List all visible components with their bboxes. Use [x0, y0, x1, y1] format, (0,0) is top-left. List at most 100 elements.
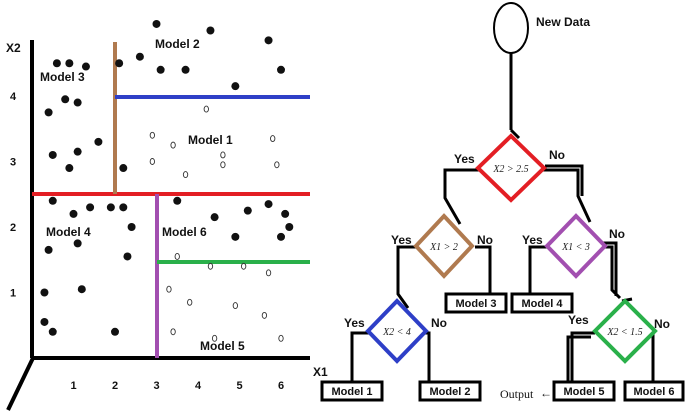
open-point — [211, 334, 218, 342]
filled-point — [86, 203, 95, 212]
filled-point — [61, 95, 70, 104]
open-point — [170, 141, 176, 149]
open-point — [149, 131, 156, 139]
no-label-d4: No — [431, 316, 447, 330]
condition-d2: X1 > 2 — [429, 242, 458, 253]
x-tick-label: 4 — [195, 380, 202, 392]
filled-point — [73, 147, 82, 156]
filled-point — [106, 203, 115, 212]
yes-label-d5: Yes — [568, 313, 589, 327]
filled-point — [94, 137, 103, 146]
x-tick-label: 2 — [112, 380, 118, 392]
filled-point — [123, 252, 132, 261]
filled-point — [181, 65, 190, 74]
output-label: Output — [500, 387, 534, 401]
filled-point — [44, 108, 53, 117]
open-point — [187, 298, 193, 306]
filled-point — [285, 223, 294, 231]
no-label-d3: No — [609, 227, 625, 241]
filled-point — [231, 232, 240, 241]
filled-point — [77, 285, 86, 294]
open-point — [166, 285, 172, 293]
open-point — [149, 158, 156, 165]
open-point — [203, 105, 209, 113]
filled-point — [44, 245, 53, 254]
y-tick-label: 2 — [10, 222, 16, 234]
filled-point — [81, 62, 90, 71]
x-tick-label: 1 — [70, 380, 76, 392]
open-point — [278, 334, 284, 342]
filled-point — [73, 239, 82, 248]
filled-point — [119, 203, 128, 212]
condition-d4: X2 < 4 — [382, 327, 411, 338]
root-node — [493, 2, 529, 54]
filled-point — [69, 209, 78, 218]
open-point — [265, 269, 272, 277]
open-point — [270, 135, 276, 143]
y-tick-label: 3 — [10, 157, 16, 169]
region-label-model5: Model 5 — [200, 339, 245, 353]
filled-point — [52, 59, 61, 68]
axis-x-label: X1 — [313, 365, 328, 379]
decision-node-x1-gt-2 — [413, 213, 475, 279]
decision-node-x2-lt-1-5 — [592, 298, 658, 364]
decision-node-x2-lt-4 — [365, 298, 429, 364]
x-tick-label: 6 — [278, 380, 284, 392]
leaf-model4: Model 4 — [510, 292, 574, 314]
x-tick-label: 3 — [153, 380, 159, 392]
open-point — [207, 262, 214, 270]
filled-point — [243, 206, 252, 215]
z-axis — [6, 357, 35, 411]
condition-d5: X2 < 1.5 — [606, 327, 642, 338]
condition-d1: X2 > 2.5 — [492, 164, 528, 175]
filled-point — [231, 82, 240, 91]
open-point — [240, 262, 247, 270]
filled-point — [48, 196, 57, 205]
axis-y-label: X2 — [6, 41, 21, 55]
filled-point — [277, 65, 285, 74]
region-label-model2: Model 2 — [155, 37, 200, 51]
filled-point — [281, 209, 290, 218]
no-label-d1: No — [549, 148, 565, 162]
leaf-model2: Model 2 — [418, 380, 482, 402]
filled-point — [127, 223, 136, 231]
leaf-model1: Model 1 — [320, 380, 384, 402]
open-point — [220, 151, 226, 159]
filled-point — [152, 19, 161, 28]
output-arrow-icon: ← — [540, 386, 552, 400]
region-label-model6: Model 6 — [162, 225, 207, 239]
filled-point — [40, 317, 49, 326]
leaf-model5: Model 5 — [552, 380, 616, 402]
open-point — [232, 302, 239, 310]
filled-point — [111, 327, 119, 336]
decision-node-x1-lt-3 — [544, 213, 608, 279]
region-label-model4: Model 4 — [46, 225, 91, 239]
filled-point — [277, 232, 285, 241]
yes-label-d2: Yes — [391, 233, 412, 247]
no-label-d2: No — [477, 233, 493, 247]
open-point — [174, 253, 180, 260]
open-point — [261, 311, 268, 319]
filled-point — [156, 65, 165, 74]
y-tick-label: 1 — [10, 288, 16, 300]
filled-point — [65, 59, 74, 68]
yes-label-d1: Yes — [454, 152, 475, 166]
filled-point — [40, 288, 49, 297]
region-label-model1: Model 1 — [188, 133, 233, 147]
open-point — [274, 161, 280, 169]
open-point — [182, 171, 189, 179]
filled-point — [210, 213, 219, 222]
filled-point — [206, 26, 215, 35]
open-points — [149, 105, 284, 342]
svg-text:Model 5: Model 5 — [564, 386, 605, 398]
decision-node-x2-gt-2-5 — [475, 133, 547, 203]
svg-text:Model 6: Model 6 — [634, 386, 675, 398]
filled-point — [264, 36, 273, 45]
leaf-model3: Model 3 — [444, 292, 508, 314]
region-label-model3: Model 3 — [40, 70, 85, 84]
svg-text:Model 1: Model 1 — [332, 386, 373, 398]
filled-point — [173, 196, 182, 205]
filled-point — [119, 164, 128, 173]
